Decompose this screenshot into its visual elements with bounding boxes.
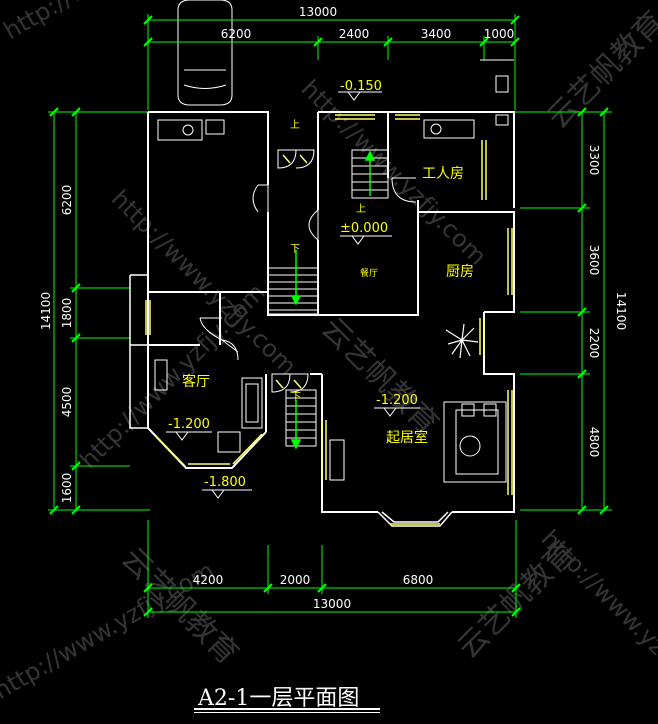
drawing-title: A2-1一层平面图	[198, 686, 360, 711]
dim-right-seg: 2200	[587, 328, 601, 359]
dim-top-seg: 3400	[421, 27, 452, 41]
dimension-lines	[48, 14, 612, 618]
level-living: -1.200	[376, 393, 418, 408]
level-terrace: -1.800	[204, 475, 246, 490]
dim-right-seg: 3600	[587, 245, 601, 276]
plant-icon	[445, 323, 479, 359]
dim-left-seg: 1600	[60, 473, 74, 504]
stairs	[267, 149, 389, 447]
room-labels: 工人房 厨房 餐厅 客厅 起居室	[182, 166, 474, 446]
dim-bottom-seg: 6800	[403, 573, 434, 587]
watermark-url: http://www.yzfjy.com	[0, 0, 229, 45]
dim-top-seg: 2400	[339, 27, 370, 41]
dim-bottom-total: 13000	[313, 597, 351, 611]
dim-top-seg: 6200	[221, 27, 252, 41]
stair-arrows	[290, 150, 376, 450]
room-living: 起居室	[386, 429, 428, 446]
room-dining: 餐厅	[360, 267, 378, 279]
level-texts: -0.150 ±0.000 -1.200 -1.200 -1.800	[168, 79, 418, 490]
room-servant: 工人房	[422, 166, 464, 182]
dim-bottom-seg: 2000	[280, 573, 311, 587]
dim-left-total: 14100	[39, 292, 53, 330]
doors	[199, 149, 417, 393]
dim-left-seg: 1800	[60, 298, 74, 329]
stair-down-label: 下	[290, 244, 300, 255]
room-kitchen: 厨房	[446, 264, 474, 280]
windows	[145, 114, 513, 525]
level-entry: -0.150	[340, 79, 382, 94]
dim-left-seg: 4500	[60, 387, 74, 418]
watermark-brand: 云艺帆教育	[314, 311, 445, 442]
car-outline	[177, 0, 233, 106]
watermark-brand: 云艺帆教育	[541, 5, 658, 136]
watermark-url: http://www.yzfjy.com	[74, 278, 270, 474]
dim-top-total: 13000	[299, 5, 337, 19]
door-markers	[275, 154, 308, 389]
stair-labels: 上 上 下 下	[290, 119, 366, 403]
level-hall: ±0.000	[340, 221, 388, 236]
level-marks	[166, 91, 420, 499]
level-guest: -1.200	[168, 417, 210, 432]
stair-down-label: 下	[291, 392, 301, 403]
railing-top	[480, 59, 514, 93]
dim-right-seg: 4800	[587, 427, 601, 458]
furniture	[154, 114, 509, 483]
dim-left-seg: 6200	[60, 185, 74, 216]
stair-up-label: 上	[356, 203, 366, 215]
title-underline	[194, 708, 380, 710]
bay-window-living	[377, 511, 453, 527]
bay-window-guest	[129, 274, 148, 429]
dim-top-seg: 1000	[484, 27, 515, 41]
dim-right-seg: 3300	[587, 145, 601, 176]
dimension-texts: 13000 6200 2400 3400 1000 4200 2000 6800…	[39, 5, 628, 611]
dim-right-total: 14100	[614, 292, 628, 330]
dim-bottom-seg: 4200	[193, 573, 224, 587]
room-guest: 客厅	[182, 373, 210, 390]
stair-up-label: 上	[290, 119, 300, 131]
dimension-ticks	[49, 15, 609, 617]
title-underline-thin	[194, 712, 380, 713]
